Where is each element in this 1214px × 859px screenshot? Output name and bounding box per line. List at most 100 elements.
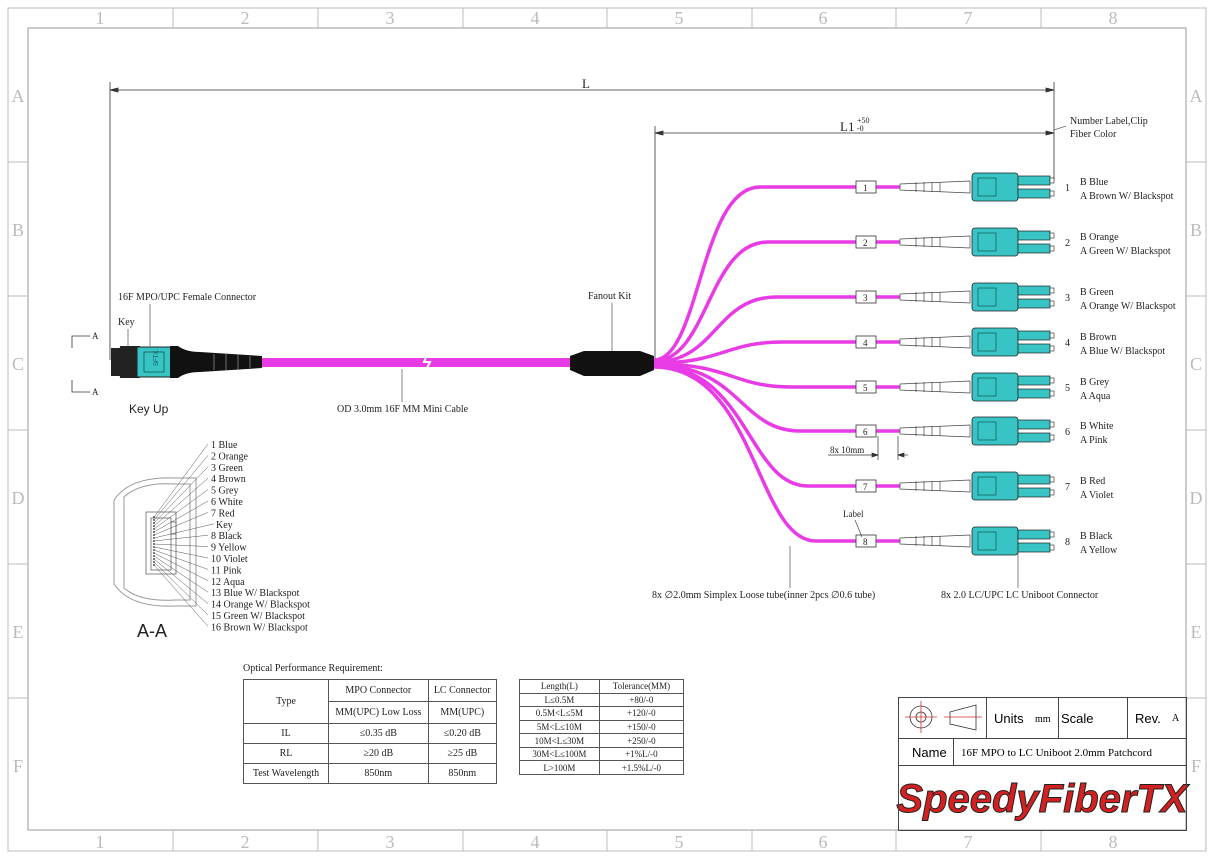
grid-col-bottom: 6 [819,832,828,852]
section-fiber-label: 10 Violet [211,554,248,565]
scale-label: Scale [1061,711,1094,726]
section-a-top: A [92,331,99,341]
key-label: Key [118,317,135,328]
tube-dim-label: 8x 10mm [830,445,864,455]
leg-number-label: 5 [863,383,868,393]
grid-row-left: D [12,488,25,508]
units-label: Units [994,711,1024,726]
tolerance-length: 30M<L≤100M [519,746,600,762]
leg-a-color: A Yellow [1080,545,1118,556]
section-fiber-label: 3 Green [211,463,243,474]
section-fiber-label: 5 Grey [211,486,239,497]
tolerance-length: 0.5M<L≤5M [519,706,600,721]
leg-number-label: 8 [863,537,868,547]
optical-row-mpo: ≥20 dB [328,743,429,764]
tolerance-length-header: Length(L) [519,679,600,694]
grid-col-top: 7 [964,8,973,28]
grid-row-left: A [12,86,25,106]
lc-connector [971,372,1019,402]
cable-label: OD 3.0mm 16F MM Mini Cable [337,404,469,415]
grid-row-left: C [12,354,24,374]
lc-connector [971,327,1019,357]
section-fiber-label: 7 Red [211,508,235,519]
grid-col-top: 8 [1109,8,1118,28]
grid-col-bottom: 2 [241,832,250,852]
grid-col-bottom: 7 [964,832,973,852]
dim-l1-label: L1 [840,119,854,134]
section-markers [71,335,90,393]
leg-number-label: 3 [863,293,868,303]
leg-a-color: A Aqua [1080,391,1111,402]
optical-table: Type MPO Connector LC Connector MM(UPC) … [243,679,498,784]
tolerance-table: Length(L)Tolerance(MM) L≤0.5M+80/-0 0.5M… [519,679,685,775]
leg-a-color: A Pink [1080,435,1108,446]
leg-b-color: B Red [1080,476,1105,487]
leg-b-color: B Green [1080,287,1114,298]
grid-row-right: A [1190,86,1203,106]
dim-l1-tol-up: +50 [857,116,870,125]
section-fiber-label: 6 White [211,497,243,508]
units-value: mm [1035,714,1051,725]
lc-connector [971,172,1019,202]
leg-number-label: 7 [863,482,868,492]
rev-value: A [1172,713,1180,724]
leg-number: 8 [1065,537,1070,548]
optical-title: Optical Performance Requirement: [243,663,383,674]
dim-l1-tol-down: -0 [857,124,864,133]
grid-row-right: B [1190,220,1202,240]
grid-col-bottom: 8 [1109,832,1118,852]
section-fiber-label: 15 Green W/ Blackspot [211,611,305,622]
section-fiber-label: 8 Black [211,531,242,542]
leg-a-color: A Brown W/ Blackspot [1080,191,1174,202]
svg-text:SFTX: SFTX [154,351,160,366]
fanout-label: Fanout Kit [588,291,631,302]
leg-b-color: B White [1080,421,1114,432]
leg-b-color: B Blue [1080,177,1109,188]
tolerance-value: +150/-0 [598,719,685,735]
grid-col-top: 5 [675,8,684,28]
section-view [113,477,197,607]
leg-b-color: B Black [1080,531,1113,542]
section-fiber-label: 4 Brown [211,474,246,485]
optical-row-key: IL [243,723,329,744]
dimension-l [109,82,1055,360]
optical-row-lc: ≤0.20 dB [427,723,498,744]
leg-number: 7 [1065,482,1070,493]
grid-col-top: 3 [386,8,395,28]
number-label-header: Number Label,Clip [1070,116,1148,127]
leg-a-color: A Green W/ Blackspot [1080,246,1171,257]
loose-tube-label: 8x ∅2.0mm Simplex Loose tube(inner 2pcs … [652,590,875,601]
grid-row-right: E [1191,622,1202,642]
lc-connector-label: 8x 2.0 LC/UPC LC Uniboot Connector [941,590,1099,601]
optical-mpo-header: MPO Connector [328,679,429,702]
tube-dimension [828,436,908,460]
section-key-label: Key [216,520,233,531]
grid-col-top: 1 [96,8,105,28]
optical-row-mpo: 850nm [328,763,429,784]
section-fiber-label: 13 Blue W/ Blackspot [211,588,300,599]
section-title: A-A [137,621,167,641]
section-fiber-label: 16 Brown W/ Blackspot [211,622,308,633]
section-fiber-label: 2 Orange [211,451,248,462]
leg-number: 4 [1065,338,1070,349]
grid-row-right: C [1190,354,1202,374]
lc-connector [971,526,1019,556]
dim-l-label: L [582,76,590,91]
tolerance-value: +1.5%L/-0 [598,760,685,775]
grid-row-right: F [1191,756,1201,776]
optical-mpo-sub: MM(UPC) Low Loss [328,701,429,724]
tolerance-value: +120/-0 [598,706,685,721]
fiber-color-header: Fiber Color [1070,129,1117,140]
optical-lc-sub: MM(UPC) [427,701,498,724]
grid-col-top: 6 [819,8,828,28]
lc-connector [971,227,1019,257]
tolerance-length: L≤0.5M [519,692,600,708]
tolerance-length: 5M<L≤10M [519,719,600,735]
lc-connector [971,282,1019,312]
title-block: Units mm Scale Rev. A Name 16F MPO to LC… [898,697,1187,831]
tolerance-value: +250/-0 [598,733,685,748]
